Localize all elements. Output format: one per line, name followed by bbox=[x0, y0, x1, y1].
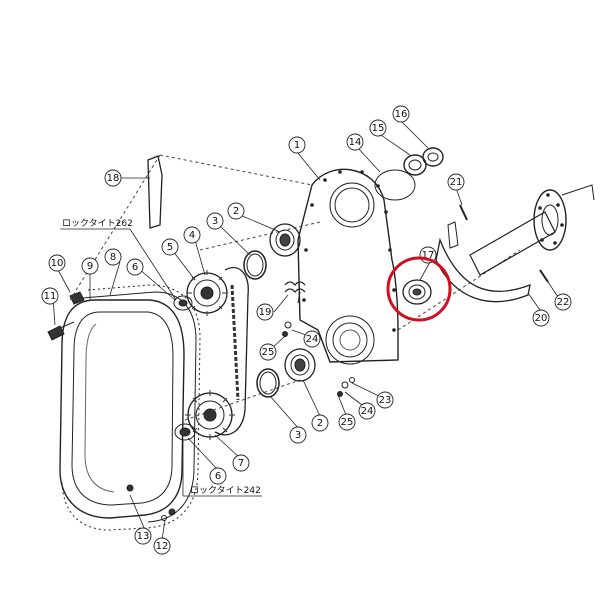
highlight-circle bbox=[386, 256, 452, 322]
callout-16: 16 bbox=[395, 109, 408, 120]
callout-2-upper: 2 bbox=[233, 206, 239, 217]
snap-ring-upper bbox=[243, 250, 267, 280]
callout-18: 18 bbox=[107, 173, 120, 184]
callout-9: 9 bbox=[87, 261, 93, 272]
oil-seal-16 bbox=[422, 147, 444, 167]
callout-19: 19 bbox=[259, 307, 272, 318]
bolt-11 bbox=[47, 321, 75, 341]
callout-24-upper: 24 bbox=[306, 334, 319, 345]
callout-4: 4 bbox=[189, 230, 195, 241]
bolt-22 bbox=[539, 269, 549, 283]
lower-sprocket bbox=[185, 390, 235, 440]
loctite-242-label: ロックタイト242 bbox=[190, 485, 261, 496]
callout-17: 17 bbox=[422, 250, 435, 261]
callout-7: 7 bbox=[238, 458, 244, 469]
loctite-262-label: ロックタイト262 bbox=[62, 218, 133, 229]
callout-25-upper: 25 bbox=[262, 347, 275, 358]
callouts: 1 2 2 3 3 4 5 6 6 7 8 9 10 11 12 13 14 1… bbox=[41, 105, 572, 555]
bearing-upper bbox=[269, 223, 301, 257]
arm-18 bbox=[147, 155, 163, 229]
callout-6-lower: 6 bbox=[215, 471, 221, 482]
main-case-plate bbox=[297, 168, 399, 365]
output-hub bbox=[469, 184, 595, 276]
upper-collar-6 bbox=[173, 295, 193, 311]
washers-23-24-25 bbox=[282, 321, 355, 397]
oil-seal-17 bbox=[402, 279, 432, 305]
callout-10: 10 bbox=[51, 258, 64, 269]
snap-ring-lower bbox=[256, 368, 280, 398]
callout-8: 8 bbox=[110, 252, 116, 263]
callout-3-lower: 3 bbox=[295, 430, 301, 441]
callout-21: 21 bbox=[450, 177, 463, 188]
callout-1: 1 bbox=[294, 140, 300, 151]
callout-22: 22 bbox=[557, 297, 570, 308]
callout-14: 14 bbox=[349, 137, 362, 148]
callout-13: 13 bbox=[137, 531, 150, 542]
callout-23: 23 bbox=[379, 395, 392, 406]
oil-seal-15 bbox=[403, 154, 427, 176]
callout-3-upper: 3 bbox=[212, 216, 218, 227]
callout-5: 5 bbox=[167, 242, 173, 253]
o-ring-14 bbox=[374, 169, 416, 201]
bolt-12-13 bbox=[126, 484, 176, 521]
callout-25-lower: 25 bbox=[341, 417, 354, 428]
lower-collar-6 bbox=[174, 423, 196, 441]
bolt-21 bbox=[459, 204, 468, 221]
loctite-242-annotation: ロックタイト242 bbox=[182, 440, 262, 497]
callout-2-lower: 2 bbox=[317, 418, 323, 429]
gasket bbox=[61, 284, 201, 531]
roller-chain bbox=[214, 267, 249, 436]
callout-11: 11 bbox=[44, 291, 57, 302]
tension-spring bbox=[284, 281, 306, 304]
callout-12: 12 bbox=[156, 541, 169, 552]
callout-15: 15 bbox=[372, 123, 385, 134]
loctite-262-annotation: ロックタイト262 bbox=[60, 218, 177, 301]
bearing-lower bbox=[284, 348, 316, 382]
callout-6-upper: 6 bbox=[132, 262, 138, 273]
bracket-20 bbox=[435, 221, 531, 303]
callout-24-lower: 24 bbox=[361, 406, 374, 417]
callout-20: 20 bbox=[535, 313, 548, 324]
chain-case-cover bbox=[59, 291, 197, 523]
upper-sprocket bbox=[186, 270, 228, 316]
